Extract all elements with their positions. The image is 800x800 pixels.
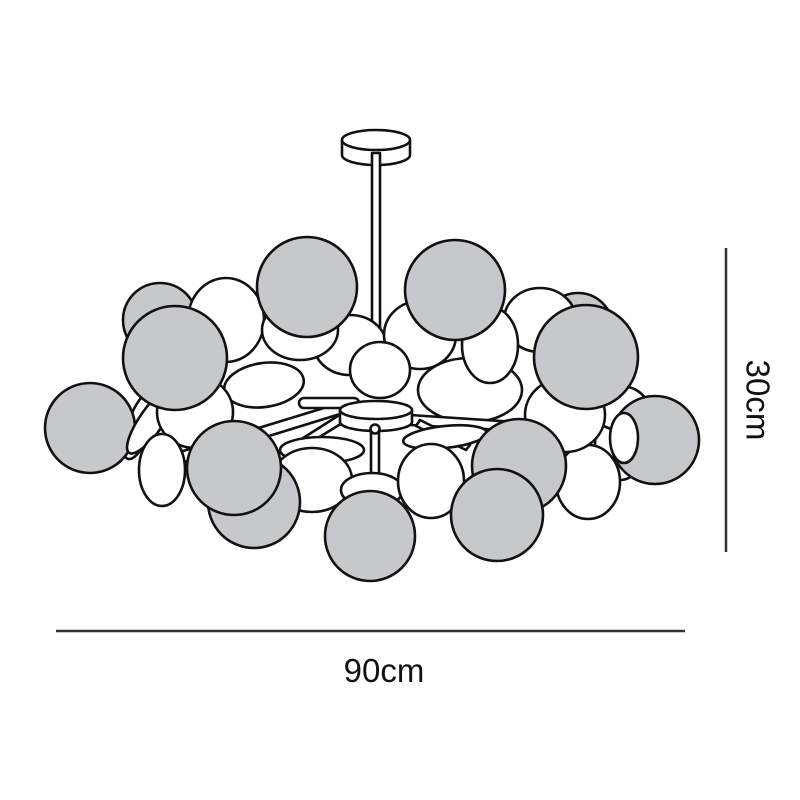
mid-discs: [43, 305, 701, 521]
width-dimension-label: 90cm: [343, 652, 425, 689]
front-discs: [121, 235, 640, 583]
height-dimension-label: 30cm: [739, 359, 777, 441]
